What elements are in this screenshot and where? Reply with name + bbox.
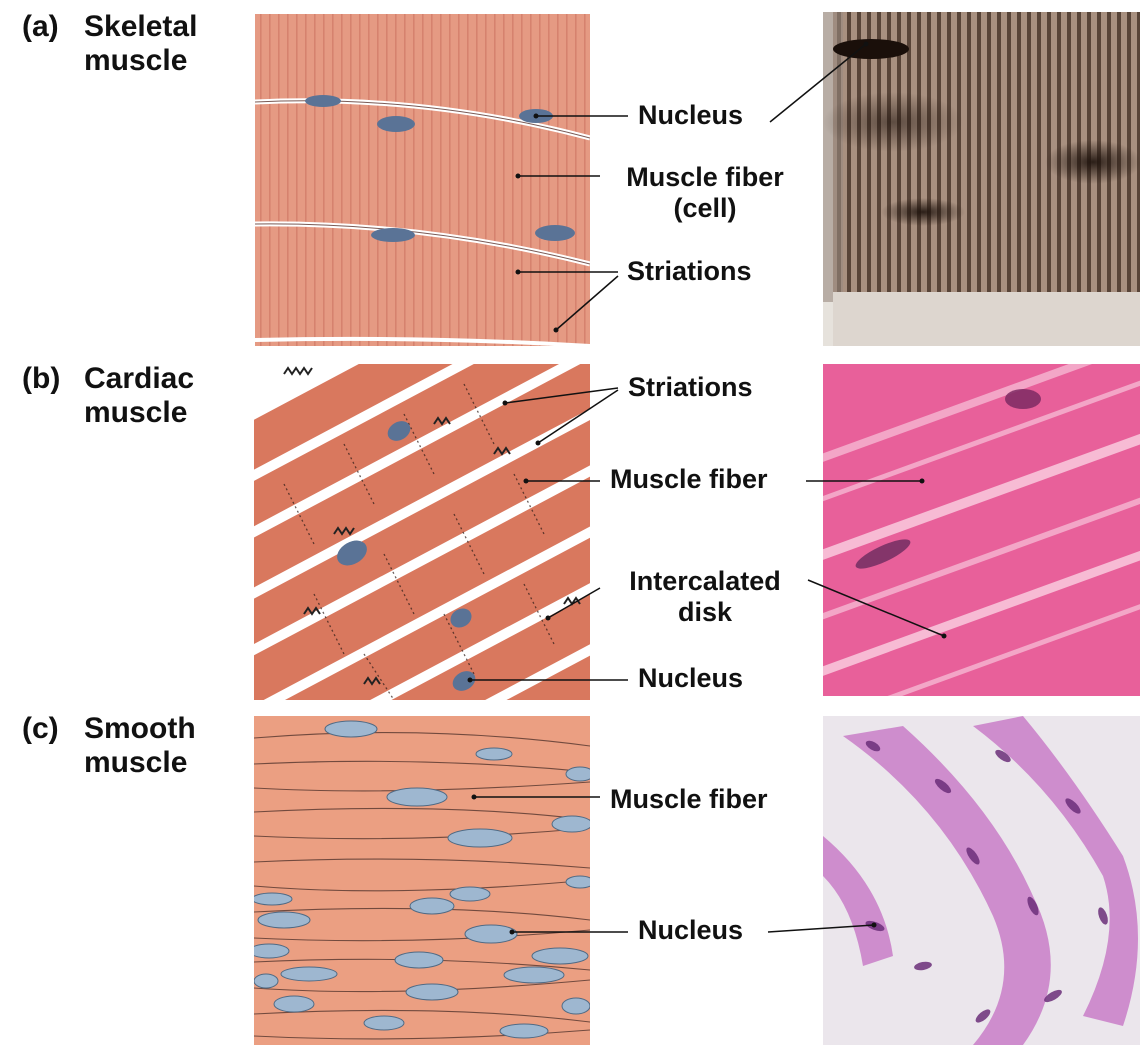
section-title-line1: Skeletal [84,10,197,43]
nucleus-shape [254,944,289,958]
label-line: Muscle fiber [626,162,784,192]
label-b-nucleus: Nucleus [638,663,743,694]
label-b-intercalated-disk: Intercalated disk [605,566,805,628]
nucleus-shape [305,95,341,107]
nucleus-shape [535,225,575,241]
nucleus-shape [377,116,415,132]
section-title-line2: muscle [22,746,196,780]
section-title-line1: Cardiac [84,362,194,395]
label-line: Intercalated [629,566,781,596]
label-a-muscle-fiber: Muscle fiber (cell) [610,162,800,224]
nucleus-shape [281,967,337,981]
nucleus-shape [406,984,458,1000]
nucleus-shape [465,925,517,943]
label-b-striations: Striations [628,372,753,403]
nucleus-shape [566,767,590,781]
nucleus-shape [552,816,590,832]
nucleus-shape [387,788,447,806]
skeletal-micrograph [823,12,1140,346]
nucleus-shape [410,898,454,914]
section-title-line2: muscle [22,44,197,78]
section-title-line2: muscle [22,396,194,430]
nucleus-shape [274,996,314,1012]
label-c-muscle-fiber: Muscle fiber [610,784,768,815]
section-title-cardiac: (b)Cardiac muscle [22,362,194,430]
smooth-micrograph [823,716,1140,1045]
nucleus-shape [519,109,553,123]
cardiac-micrograph [823,364,1140,696]
nucleus-shape [258,912,310,928]
section-title-skeletal: (a)Skeletal muscle [22,10,197,78]
label-c-nucleus: Nucleus [638,915,743,946]
section-letter-c: (c) [22,712,84,746]
section-title-line1: Smooth [84,712,196,745]
nucleus-shape [562,998,590,1014]
nucleus-shape [476,748,512,760]
section-letter-a: (a) [22,10,84,44]
nucleus-shape [364,1016,404,1030]
nucleus-shape [371,228,415,242]
cardiac-illustration [254,364,590,700]
section-letter-b: (b) [22,362,84,396]
nucleus-shape [566,876,590,888]
label-line: (cell) [673,193,736,223]
nucleus-shape [500,1024,548,1038]
label-line: disk [678,597,732,627]
nucleus-shape [254,974,278,988]
label-a-striations: Striations [627,256,752,287]
section-title-smooth: (c)Smooth muscle [22,712,196,780]
nucleus-shape [448,829,512,847]
nucleus-shape [532,948,588,964]
smooth-illustration [254,716,590,1045]
nucleus-shape [325,721,377,737]
nucleus-shape [450,887,490,901]
nucleus-shape [504,967,564,983]
label-b-muscle-fiber: Muscle fiber [610,464,768,495]
nucleus-shape [395,952,443,968]
label-a-nucleus: Nucleus [638,100,743,131]
skeletal-illustration [255,14,590,346]
nucleus-shape [254,893,292,905]
